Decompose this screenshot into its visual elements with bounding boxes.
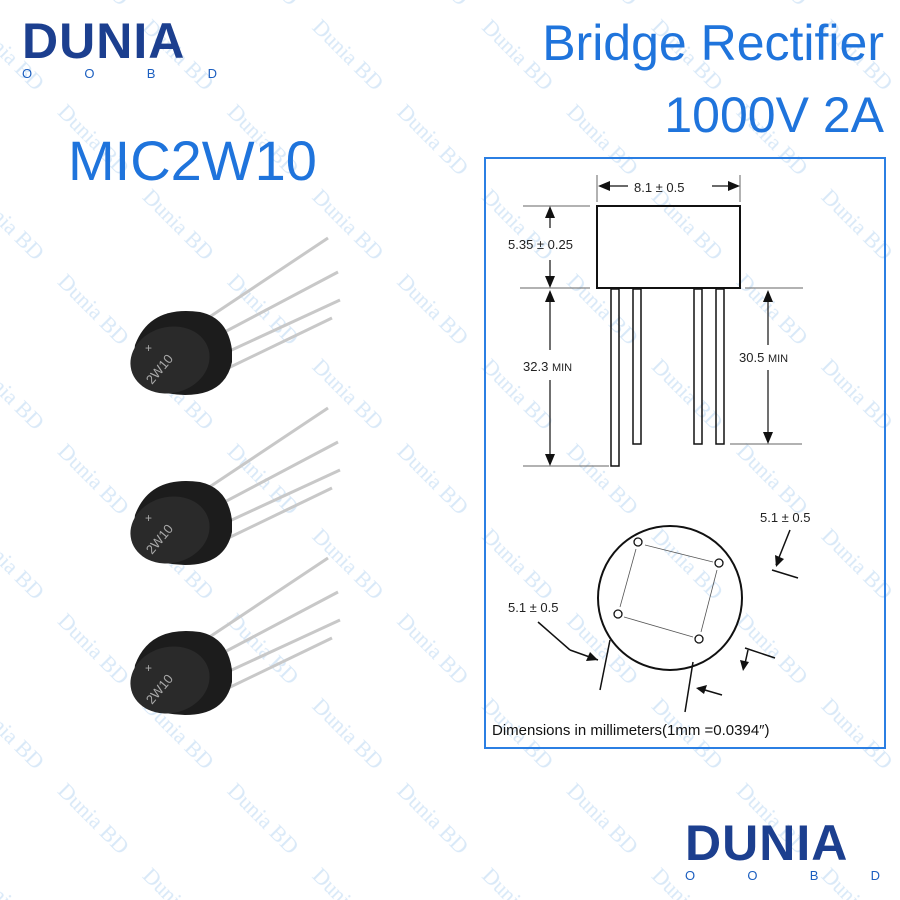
height-dimension-label: 5.35 ± 0.25	[508, 237, 573, 252]
dimension-diagram	[484, 157, 886, 749]
pin-spacing-label-2: 5.1 ± 0.5	[508, 600, 559, 615]
bridge-rectifier-component: 2W10 +	[130, 236, 341, 395]
product-rating: 1000V 2A	[664, 87, 884, 143]
short-lead-label: 30.5 MIN	[739, 350, 788, 365]
logo-text: DUNIA	[22, 13, 186, 69]
width-dimension-label: 8.1 ± 0.5	[634, 180, 685, 195]
pin-spacing-label-1: 5.1 ± 0.5	[760, 510, 811, 525]
product-title: Bridge Rectifier	[542, 15, 884, 71]
svg-text:+: +	[145, 341, 152, 355]
logo-text: DUNIA	[685, 815, 849, 871]
units-note: Dimensions in millimeters(1mm =0.0394″)	[492, 722, 770, 739]
model-number: MIC2W10	[68, 129, 317, 192]
long-lead-label: 32.3 MIN	[523, 359, 572, 374]
